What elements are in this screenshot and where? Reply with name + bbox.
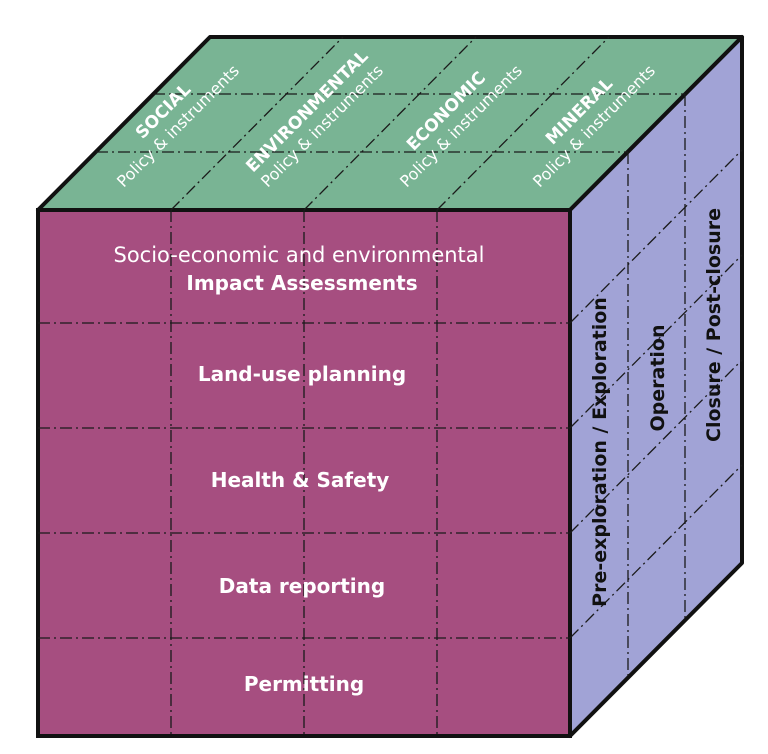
front-labels: Socio-economic and environmental Impact … (114, 243, 485, 696)
side-grid-line (569, 359, 743, 534)
side-labels: Pre-exploration / Exploration Operation … (589, 208, 725, 607)
row-permitting-label: Permitting (244, 672, 364, 696)
top-grid-line (436, 36, 610, 211)
row-impact-label: Impact Assessments (186, 271, 417, 295)
front-face (36, 208, 572, 738)
row-land-use-label: Land-use planning (198, 362, 406, 386)
row-data-reporting-label: Data reporting (219, 574, 385, 598)
side-grid-line (569, 149, 743, 324)
top-grid-line (303, 36, 477, 211)
phase-operation-label: Operation (647, 324, 669, 431)
row-health-safety-label: Health & Safety (211, 468, 390, 492)
phase-pre-exploration-label: Pre-exploration / Exploration (589, 297, 611, 607)
phase-closure-label: Closure / Post-closure (703, 208, 725, 442)
grid-lines (38, 36, 743, 736)
side-grid-line (569, 464, 743, 639)
top-grid-line (170, 36, 344, 211)
row-impact-line1: Socio-economic and environmental (114, 243, 485, 267)
side-grid-line (569, 254, 743, 429)
